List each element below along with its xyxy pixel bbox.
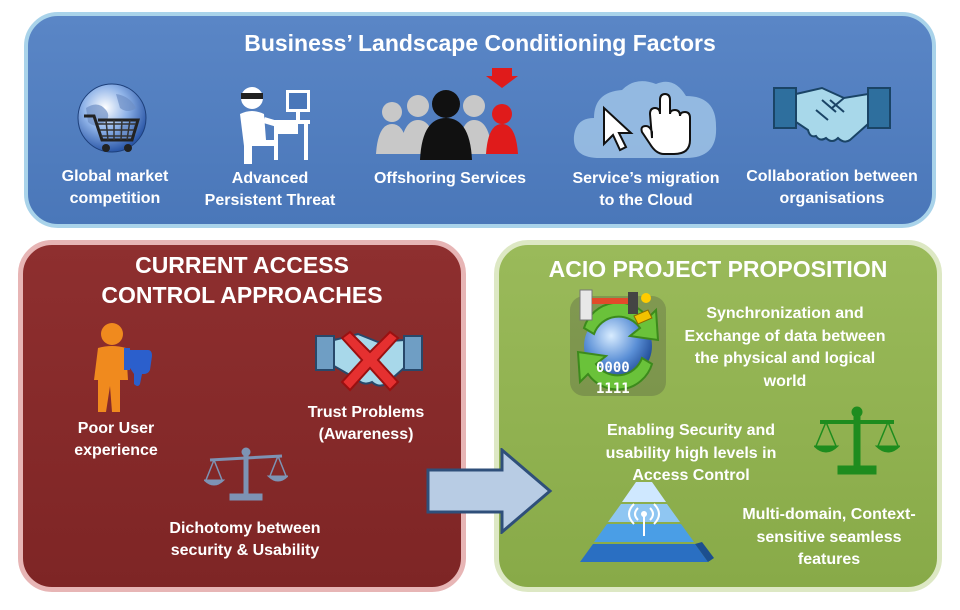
acio-sync-text: Synchronization and Exchange of data bet… — [684, 305, 886, 391]
transition-arrow — [426, 448, 553, 534]
landscape-title: Business’ Landscape Conditioning Factors — [244, 30, 716, 56]
item-poor-ux: Poor User experience — [74, 420, 158, 459]
sync-globe-icon — [570, 289, 666, 396]
factor-offshoring: Offshoring Services — [373, 170, 527, 187]
pyramid-signal-icon — [580, 482, 714, 562]
handshake-icon — [773, 86, 891, 143]
people-offshoring-icon — [376, 68, 518, 160]
binary-text: 0000 1111 — [596, 360, 630, 397]
factor-apt: Advanced Persistent Threat — [204, 170, 336, 209]
cloud-cursor-icon — [573, 81, 717, 158]
item-trust-problems: Trust Problems (Awareness) — [307, 404, 425, 443]
item-dichotomy: Dichotomy between security & Usability — [169, 520, 321, 559]
balanced-scale-icon — [814, 406, 900, 475]
factor-global-market: Global market competition — [61, 168, 169, 207]
thumbs-down-person-icon — [94, 323, 152, 412]
crossed-handshake-icon — [315, 330, 423, 392]
acio-multidomain-text: Multi-domain, Context- sensitive seamles… — [742, 506, 916, 569]
current-approaches-panel — [18, 240, 466, 592]
current-title: CURRENT ACCESS CONTROL APPROACHES — [101, 252, 383, 308]
scale-icon — [204, 447, 288, 501]
acio-panel — [494, 240, 942, 592]
acio-title: ACIO PROJECT PROPOSITION — [548, 256, 888, 282]
factor-collaboration: Collaboration between organisations — [746, 168, 918, 207]
acio-security-text: Enabling Security and usability high lev… — [605, 422, 777, 485]
globe-cart-icon — [77, 83, 147, 153]
factor-cloud-migration: Service’s migration to the Cloud — [572, 170, 720, 209]
hacker-icon — [240, 87, 310, 164]
